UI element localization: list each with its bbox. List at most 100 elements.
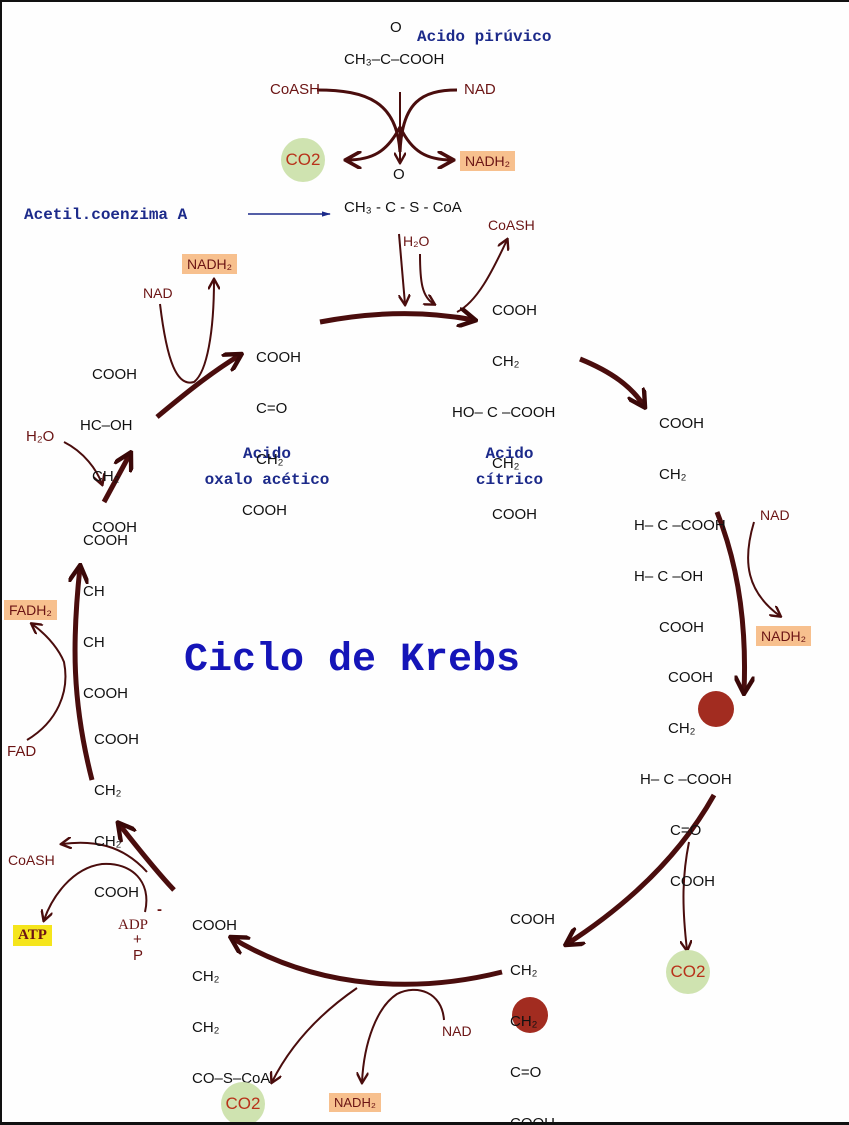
oxaloacetate-row: CH₂ (256, 451, 284, 468)
malate-row: COOH (92, 366, 137, 383)
citrate-row: COOH (492, 302, 537, 319)
citrate-row: COOH (492, 506, 537, 523)
acetyl-coa-label: Acetil.coenzima A (24, 206, 188, 224)
oxaloacetic-line1: Acido (242, 445, 291, 463)
oxaloacetate-row: COOH (242, 502, 287, 519)
nadh2-badge: NADH₂ (329, 1093, 381, 1112)
oxalosuccinate-row: COOH (668, 669, 713, 686)
succinyl-coa-row: CH₂ (192, 968, 220, 985)
arrow-citrate-to-isocitrate (579, 356, 644, 406)
nadh2-badge: NADH₂ (182, 254, 238, 274)
malate-molecule: COOH HC–OH CH₂ COOH (80, 337, 137, 571)
malate-row: CH₂ (92, 468, 120, 485)
oxalosuccinate-molecule: COOH CH₂ H– C –COOH C=O COOH (640, 640, 732, 925)
isocitrate-row: CH₂ (659, 466, 687, 483)
fad-label: FAD (7, 743, 37, 760)
oxalosuccinate-row: COOH (670, 873, 715, 890)
arrow-succinate-to-fumarate (75, 567, 95, 781)
isocitrate-row: COOH (659, 415, 704, 432)
isocitrate-row: H– C –OH (634, 568, 704, 585)
arrow-fad (26, 624, 67, 741)
arrow-isocitrate-to-oxalosuccinate (714, 511, 745, 692)
oxaloacetic-line2: oxalo acético (204, 470, 330, 489)
succinyl-coa-row: CH₂ (192, 1019, 220, 1036)
pyruvic-acid-label: Acido pirúvico (417, 28, 552, 46)
arrow-nad-malate (159, 280, 214, 384)
arrow-nad-alphaketo (362, 989, 445, 1082)
oxalosuccinate-row: C=O (670, 822, 702, 839)
arrow-co2-oxalosuccinate (683, 841, 689, 950)
nad-label: NAD (143, 285, 173, 301)
succinyl-coa-row: CO–S–CoA (192, 1070, 271, 1087)
oxalosuccinate-row: CH₂ (668, 720, 696, 737)
arrow-succinylcoa-to-succinate (119, 824, 176, 892)
h2o-label: H₂O (26, 428, 55, 445)
pyruvate-oxygen: O (390, 19, 402, 36)
oxaloacetate-molecule: COOH C=O CH₂ COOH (242, 320, 301, 554)
alpha-ketoglutarate-row: C=O (510, 1064, 542, 1081)
nad-label: NAD (442, 1023, 472, 1039)
citrate-row: HO– C –COOH (452, 404, 556, 421)
alpha-ketoglutarate-row: COOH (510, 911, 555, 928)
coash-label: CoASH (8, 852, 55, 868)
isocitrate-row: H– C –COOH (634, 517, 726, 534)
decarboxylation-marker (698, 691, 734, 727)
citric-acid-label: Acido cítrico (452, 442, 567, 493)
arrow-fumarate-to-malate (101, 454, 130, 504)
decarboxylation-marker (512, 997, 548, 1033)
succinate-row: CH₂ (94, 782, 122, 799)
malate-row: HC–OH (80, 417, 133, 434)
co2-badge: CO2 (666, 950, 710, 994)
arrow-adp-atp (44, 862, 148, 920)
arrow-acetyl-down (398, 233, 405, 304)
succinyl-coa-row: COOH (192, 917, 237, 934)
co2-badge: CO2 (281, 138, 325, 182)
isocitrate-molecule: COOH CH₂ H– C –COOH H– C –OH COOH (634, 386, 726, 671)
arrow-oxaloacetate-to-citrate (319, 314, 474, 323)
malate-row: COOH (92, 519, 137, 536)
adp-label: ADP (118, 917, 149, 933)
alpha-ketoglutarate-row: CH₂ (510, 1013, 538, 1030)
oxaloacetate-row: COOH (256, 349, 301, 366)
oxaloacetic-acid-label: Acido oxalo acético (182, 442, 352, 493)
nad-label: NAD (760, 507, 790, 523)
citrate-row: CH₂ (492, 353, 520, 370)
succinyl-coa-molecule: COOH CH₂ CH₂ CO–S–CoA (192, 888, 270, 1122)
fadh2-badge: FADH₂ (4, 600, 57, 620)
arrow-nadh-out (398, 126, 452, 160)
fumarate-row: CH (83, 634, 105, 651)
isocitrate-row: COOH (659, 619, 704, 636)
arrow-co2-out (347, 126, 402, 160)
pyruvate-formula: CH₃–C–COOH (344, 51, 445, 68)
arrow-coash-succinyl (62, 843, 148, 873)
succinate-row: COOH (94, 731, 139, 748)
nad-label: NAD (464, 81, 496, 98)
citrate-molecule: COOH CH₂ HO– C –COOH CH₂ COOH (452, 273, 555, 558)
succinate-row: CH₂ (94, 833, 122, 850)
oxaloacetate-row: C=O (256, 400, 288, 417)
coash-label: CoASH (488, 217, 535, 233)
plus-sign: + (133, 931, 142, 948)
arrow-h2o-in (419, 253, 434, 304)
diagram-title: Ciclo de Krebs (184, 638, 521, 683)
arrow-co2-alphaketo (272, 987, 358, 1082)
succinate-molecule: COOH CH₂ CH₂ COOH (94, 702, 139, 936)
alpha-ketoglutarate-molecule: COOH CH₂ CH₂ C=O COOH (510, 882, 555, 1125)
acetyl-formula: CH₃ - C - S - CoA (344, 199, 462, 216)
minus-sign: - (157, 901, 162, 918)
fumarate-row: COOH (83, 685, 128, 702)
phosphate-label: P (133, 947, 144, 964)
succinate-row: COOH (94, 884, 139, 901)
arrow-nad-isocitrate (747, 521, 780, 616)
citric-line1: Acido (485, 445, 534, 463)
alpha-ketoglutarate-row: COOH (510, 1115, 555, 1125)
coash-label: CoASH (270, 81, 321, 98)
arrow-coash-in (316, 88, 402, 153)
arrow-to-alphaketo (567, 793, 717, 944)
arrow-alphaketo-to-succinylcoa (232, 938, 503, 987)
alpha-ketoglutarate-row: CH₂ (510, 962, 538, 979)
arrow-malate-to-oxaloacetate (155, 355, 240, 419)
arrow-h2o-fumarate (63, 441, 102, 484)
fumarate-row: COOH (83, 532, 128, 549)
